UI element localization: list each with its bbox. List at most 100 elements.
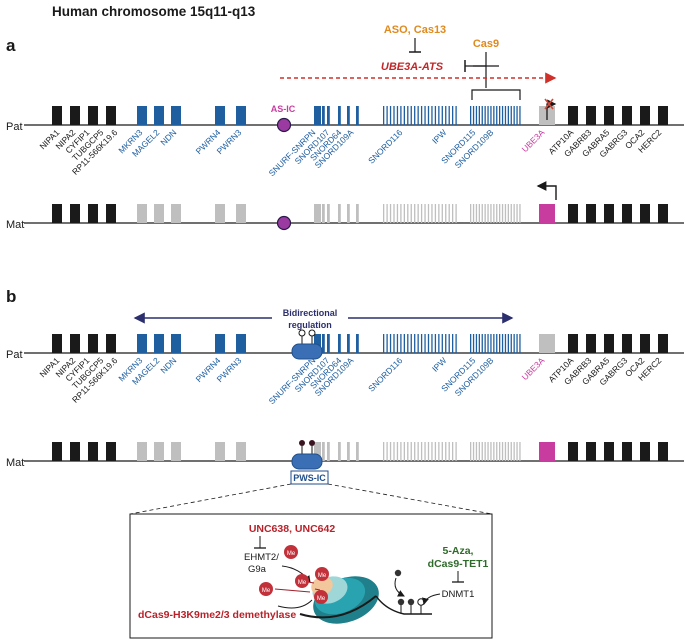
aza-label-1: 5-Aza, xyxy=(443,545,474,557)
snord116-bar xyxy=(441,334,443,353)
ube3a-block xyxy=(539,204,555,223)
snord116-bar xyxy=(403,442,405,461)
snord115-bar xyxy=(504,442,507,461)
gene-block xyxy=(568,204,578,223)
snord116-bar xyxy=(448,442,450,461)
panel-a-label: a xyxy=(6,36,16,55)
gene-block xyxy=(88,204,98,223)
snord116-bar xyxy=(410,334,412,353)
methyl-marks xyxy=(259,545,329,604)
snord115-bar xyxy=(470,204,472,223)
snord-bar xyxy=(347,334,350,353)
snord-bar xyxy=(338,204,341,223)
gene-block xyxy=(70,442,80,461)
ube3a-ats-label: UBE3A-ATS xyxy=(381,61,444,73)
snord115-bar xyxy=(472,442,475,461)
pws-ic-label: PWS-IC xyxy=(293,473,326,483)
snord116-bar xyxy=(441,106,443,125)
panel-b-pat-label: Pat xyxy=(6,349,23,361)
snord-bar xyxy=(356,334,359,353)
snord115-bar xyxy=(507,204,509,223)
snord116-bar xyxy=(403,204,405,223)
gene-block xyxy=(154,106,164,125)
snord115-bar xyxy=(501,442,504,461)
snord116-bar xyxy=(410,204,412,223)
snord115-bar xyxy=(507,442,509,461)
dnmt1-label: DNMT1 xyxy=(442,589,475,600)
snord116-bar xyxy=(424,442,426,461)
snord115-bar xyxy=(487,442,489,461)
snord116-bar xyxy=(396,106,399,125)
snord115-bar xyxy=(499,442,501,461)
snord116-bar xyxy=(386,334,388,353)
snord-bar xyxy=(322,442,325,461)
gene-block xyxy=(236,204,246,223)
me-label-4: Me xyxy=(317,596,326,602)
gene-label-ndn: NDN xyxy=(158,355,178,375)
gene-block xyxy=(52,106,62,125)
snord-bar xyxy=(356,106,359,125)
snord116-bar xyxy=(438,204,440,223)
snord115-bar xyxy=(516,106,518,125)
snord115-bar xyxy=(481,204,483,223)
snord115-bar xyxy=(501,334,504,353)
snord116-bar xyxy=(393,204,395,223)
snord116-bar xyxy=(410,106,412,125)
snord115-bar xyxy=(499,334,501,353)
snord116-bar xyxy=(455,334,457,353)
gene-block xyxy=(215,106,225,125)
snord115-bar xyxy=(516,204,518,223)
snord116-bar xyxy=(452,442,454,461)
gene-label-ube3a: UBE3A xyxy=(520,355,547,382)
snord115-bar xyxy=(507,334,509,353)
snord115-bar xyxy=(496,106,498,125)
snord116-bar xyxy=(407,334,409,353)
panel-b-label: b xyxy=(6,287,16,306)
unc-label: UNC638, UNC642 xyxy=(249,523,336,535)
gene-block xyxy=(314,334,321,353)
gene-block xyxy=(640,106,650,125)
snord-bar xyxy=(327,334,330,353)
snord115-bar xyxy=(475,106,478,125)
snord115-bar xyxy=(519,204,521,223)
snord116-bar xyxy=(393,106,395,125)
gene-block xyxy=(236,106,246,125)
gene-label-ndn: NDN xyxy=(158,127,178,147)
snord115-bar xyxy=(481,106,483,125)
gene-block xyxy=(236,442,246,461)
snord116-bar xyxy=(427,442,430,461)
snord116-bar xyxy=(438,106,440,125)
gene-label-ipw: IPW xyxy=(430,355,448,373)
panel-a-paternal-row xyxy=(24,106,684,133)
gene-label-snord116: SNORD116 xyxy=(366,127,405,166)
snord115-bar xyxy=(472,334,475,353)
gene-label-snord116: SNORD116 xyxy=(366,355,405,394)
snord116-bar xyxy=(407,442,409,461)
snord116-bar xyxy=(441,442,443,461)
gene-block xyxy=(137,204,147,223)
snord116-bar xyxy=(414,442,416,461)
snord116-bar xyxy=(389,204,392,223)
bidirectional-label-1: Bidirectional xyxy=(283,308,338,318)
snord116-bar xyxy=(383,334,385,353)
snord115-bar xyxy=(484,204,486,223)
snord116-bar xyxy=(452,106,454,125)
snord116-bar xyxy=(420,106,423,125)
snord116-bar xyxy=(414,204,416,223)
snord115-bar xyxy=(510,106,512,125)
snord116-bar xyxy=(455,204,457,223)
snord115-bar xyxy=(484,106,486,125)
gene-block xyxy=(658,204,668,223)
snord116-bar xyxy=(396,442,399,461)
snord116-bar xyxy=(448,334,450,353)
snord116-bar xyxy=(389,106,392,125)
snord116-bar xyxy=(445,442,447,461)
snord115-bar xyxy=(496,204,498,223)
gene-block xyxy=(171,334,181,353)
gene-block xyxy=(52,334,62,353)
gene-block xyxy=(568,106,578,125)
dcas9-demethylase-label: dCas9-H3K9me2/3 demethylase xyxy=(138,609,296,621)
snord115-bar xyxy=(516,442,518,461)
snord-bar xyxy=(327,204,330,223)
snord116-bar xyxy=(427,106,430,125)
